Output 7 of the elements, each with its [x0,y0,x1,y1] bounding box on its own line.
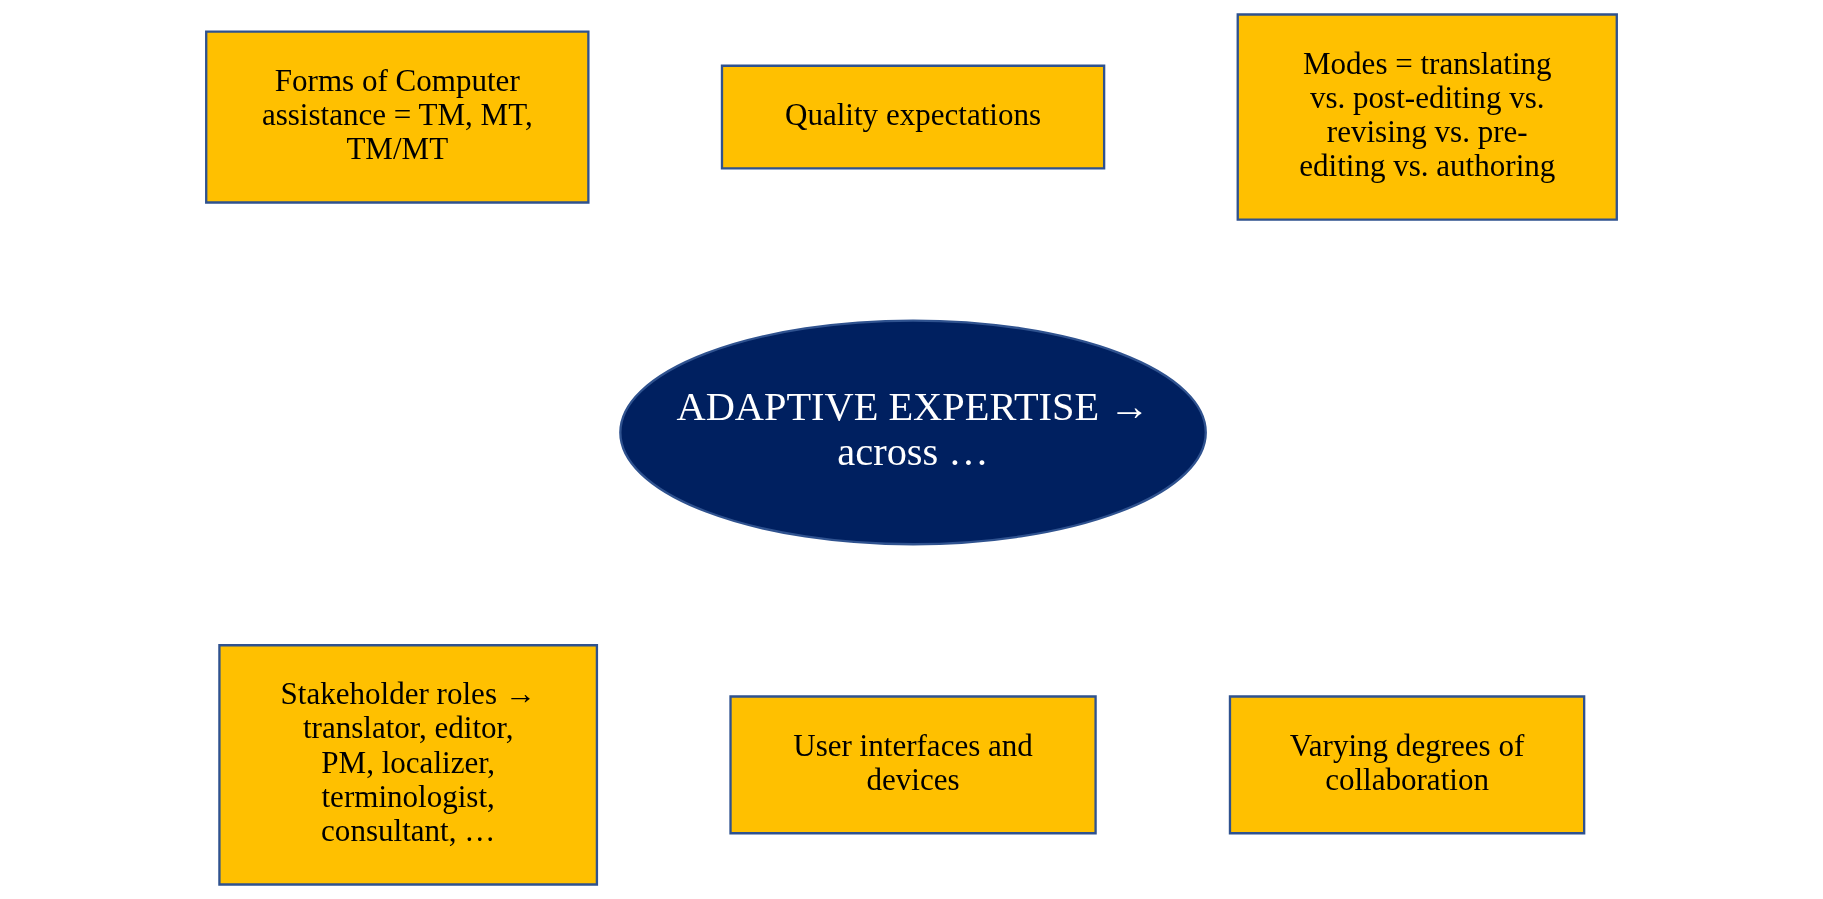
node-box: Varying degrees of collaboration [1228,695,1586,835]
node-ellipse: ADAPTIVE EXPERTISE → across … [619,319,1207,546]
node-box: User interfaces and devices [729,695,1097,835]
node-box: Stakeholder roles → translator, editor, PM, localizer, terminologist, consultant, … [218,644,599,886]
node-box: Modes = translating vs. post-editing vs. revising vs. pre-editing vs. authoring [1236,13,1618,221]
node-box: Forms of Computer assistance = TM, MT, TM/MT [205,30,590,204]
node-box: Quality expectations [720,64,1106,170]
